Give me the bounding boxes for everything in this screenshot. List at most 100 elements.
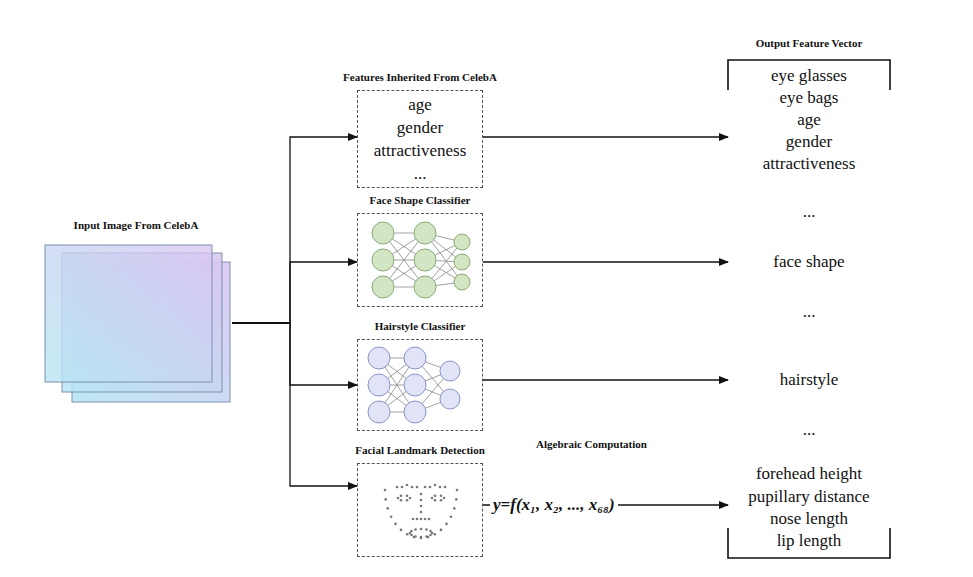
landmark-dot <box>420 518 423 521</box>
feature-item: ... <box>414 162 427 185</box>
landmark-dot <box>425 528 428 531</box>
landmark-dot <box>409 497 412 500</box>
landmark-dot <box>406 533 409 536</box>
landmark-dot <box>434 484 437 487</box>
landmark-dot <box>390 515 393 518</box>
landmark-dot <box>424 486 427 489</box>
step-label: Algebraic Computation <box>536 437 647 451</box>
landmark-dot <box>440 529 443 532</box>
landmark-dot <box>425 535 428 538</box>
landmark-dot <box>439 486 442 489</box>
landmark-dot <box>396 486 399 489</box>
vector-bracket <box>728 60 890 90</box>
formula-label: y=f(x₁, x₂, ..., x₆₈) <box>490 494 618 516</box>
landmark-dot <box>384 489 387 492</box>
vector-bracket <box>728 528 890 558</box>
net-neuron <box>368 401 390 423</box>
landmark-dot <box>400 495 403 498</box>
landmark-dot <box>440 499 443 502</box>
flow-arrow <box>232 323 357 385</box>
landmark-dot <box>440 495 443 498</box>
landmark-dot <box>401 486 404 489</box>
landmark-dot <box>434 499 437 502</box>
flow-arrow <box>483 261 728 262</box>
net-neuron <box>404 347 426 369</box>
vector-entry: gender <box>728 131 890 153</box>
net-neuron <box>368 347 390 369</box>
landmark-dot <box>429 530 432 533</box>
landmark-dot <box>434 495 437 498</box>
landmark-dot <box>444 486 447 489</box>
landmark-dot <box>386 507 389 510</box>
landmark-dot <box>420 511 423 514</box>
net-neuron <box>414 222 436 244</box>
box-heading: Hairstyle Classifier <box>375 319 466 333</box>
classifier-box: Hairstyle Classifier <box>357 339 483 431</box>
landmark-dot <box>420 493 423 496</box>
landmark-dot <box>420 505 423 508</box>
vector-entry: forehead height <box>728 463 890 485</box>
classifier-box: Face Shape Classifier <box>357 213 483 307</box>
landmark-dot <box>416 486 419 489</box>
vector-entry: nose length <box>728 508 890 530</box>
output-vector: Output Feature Vectoreye glasseseye bags… <box>728 58 890 558</box>
landmark-dot <box>431 497 434 500</box>
feature-item: gender <box>397 116 443 139</box>
flow-arrow <box>232 323 357 486</box>
vector-heading: Output Feature Vector <box>756 36 863 50</box>
landmark-dot <box>397 497 400 500</box>
net-neuron <box>372 222 394 244</box>
landmark-dot <box>416 518 419 521</box>
landmark-dot <box>411 486 414 489</box>
net-neuron <box>454 234 470 250</box>
image-sheet <box>45 245 212 382</box>
landmark-dot <box>443 497 446 500</box>
landmark-dot <box>384 498 387 501</box>
net-neuron <box>440 389 460 409</box>
landmark-dot <box>455 498 458 501</box>
landmark-dot <box>410 530 413 533</box>
vector-entry: hairstyle <box>728 369 890 391</box>
landmark-dot <box>400 529 403 532</box>
box-heading: Face Shape Classifier <box>370 193 471 207</box>
image-caption: Input Image From CelebA <box>40 215 232 232</box>
vector-entry: lip length <box>728 530 890 552</box>
landmark-dot <box>406 484 409 487</box>
net-neuron <box>372 249 394 271</box>
landmark-dot <box>434 533 437 536</box>
neural-net-icon <box>368 347 460 423</box>
vector-entry: ... <box>728 201 890 223</box>
vector-entry: ... <box>728 301 890 323</box>
feature-item: age <box>408 93 432 116</box>
landmark-dot <box>400 499 403 502</box>
net-neuron <box>414 249 436 271</box>
feature-box: Features Inherited From CelebAagegendera… <box>357 90 483 188</box>
landmark-dot <box>429 486 432 489</box>
landmark-dot <box>453 507 456 510</box>
net-neuron <box>454 274 470 290</box>
vector-entry: face shape <box>728 251 890 273</box>
vector-entry: ... <box>728 419 890 441</box>
landmark-dot <box>420 536 423 539</box>
landmark-dot <box>420 528 423 531</box>
flow-arrow <box>483 136 728 137</box>
landmark-dot <box>420 499 423 502</box>
box-body: agegenderattractiveness... <box>358 91 482 187</box>
landmark-dot <box>412 518 415 521</box>
landmark-dot <box>406 499 409 502</box>
vector-entry: pupillary distance <box>728 486 890 508</box>
landmark-dot <box>414 528 417 531</box>
vector-entry: eye bags <box>728 87 890 109</box>
neural-net-icon <box>372 222 470 298</box>
vector-entry: eye glasses <box>728 65 890 87</box>
landmark-dot <box>445 523 448 526</box>
landmark-dot <box>420 537 423 540</box>
net-neuron <box>454 254 470 270</box>
landmark-dot <box>394 523 397 526</box>
landmark-face-icon <box>384 484 459 540</box>
net-neuron <box>404 401 426 423</box>
landmark-box: Facial Landmark Detection <box>357 463 483 557</box>
net-neuron <box>372 276 394 298</box>
net-neuron <box>414 276 436 298</box>
vector-entry: age <box>728 109 890 131</box>
